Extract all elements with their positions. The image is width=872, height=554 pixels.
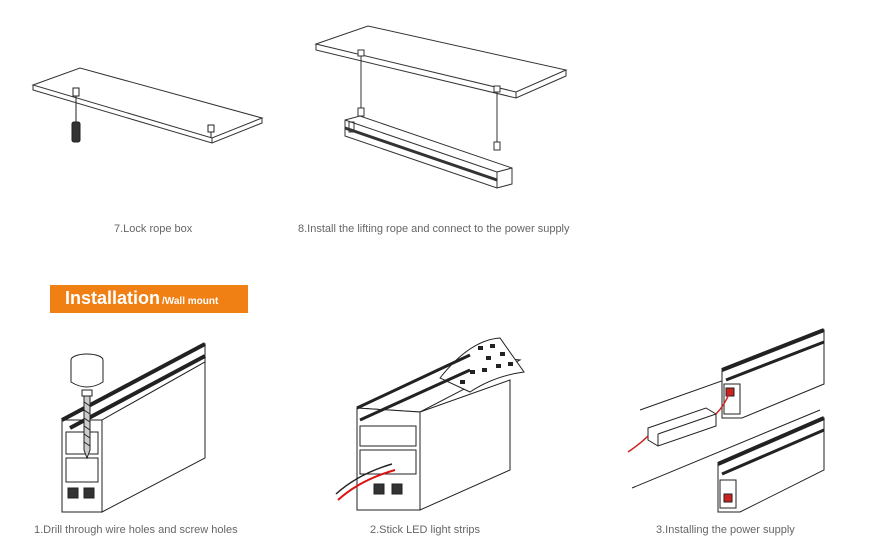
step-2-caption: 2.Stick LED light strips	[370, 524, 481, 536]
step-3-caption: 3.Installing the power supply	[656, 524, 795, 536]
step-1-caption: 1.Drill through wire holes and screw hol…	[34, 524, 238, 536]
section-title: Installation	[65, 288, 161, 308]
step-7-caption: 7.Lock rope box	[114, 223, 193, 235]
section-subtitle: /Wall mount	[162, 296, 219, 307]
section-banner: Installation /Wall mount	[50, 285, 248, 313]
step-8-caption: 8.Install the lifting rope and connect t…	[298, 223, 570, 235]
